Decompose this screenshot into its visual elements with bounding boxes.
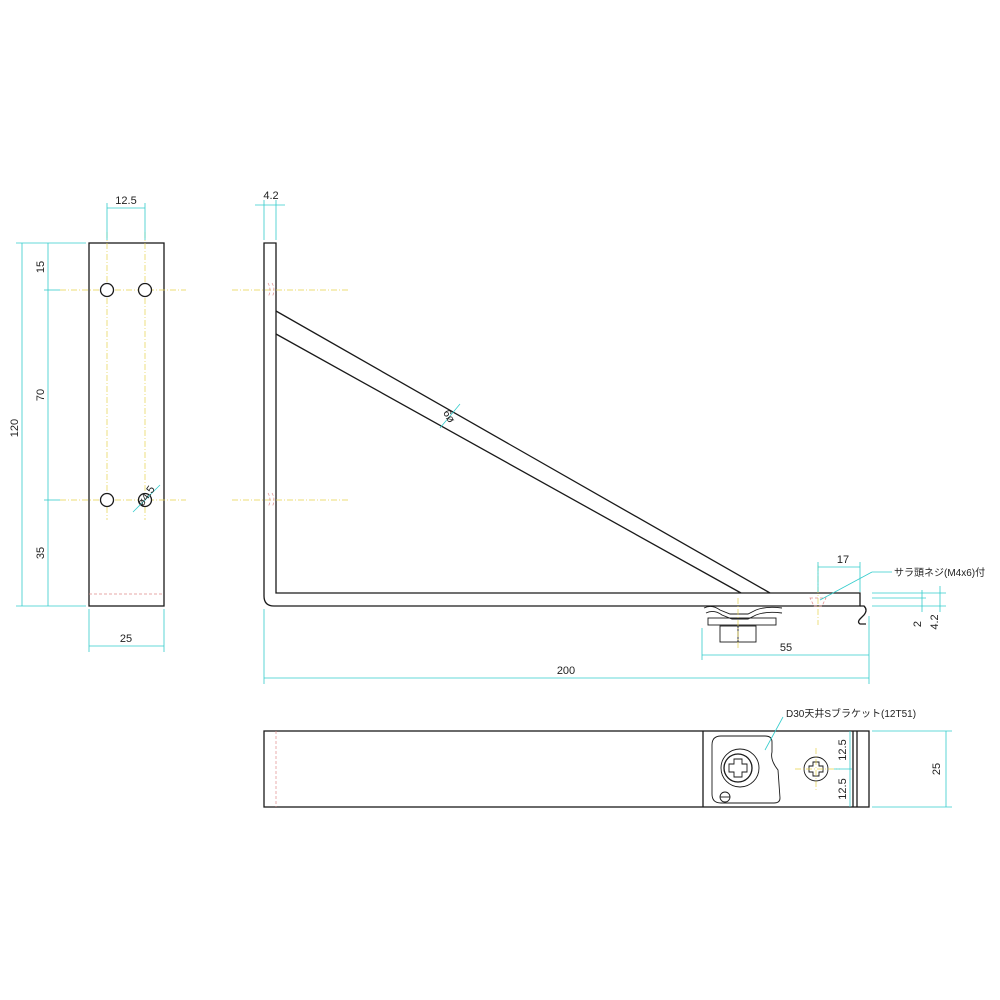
phillips-screw-cross <box>808 761 824 777</box>
brace-line-lower <box>275 333 742 594</box>
plan-view: D30天井Sブラケット(12T51) 12.5 12.5 25 <box>263 707 952 808</box>
dim-offset-55: 55 <box>780 642 792 654</box>
plan-bolt-head <box>723 753 753 783</box>
brace-dia-leader <box>439 403 461 429</box>
dim-leader <box>132 484 161 513</box>
dim-half-upper: 12.5 <box>837 739 849 760</box>
mounting-hole <box>137 282 153 298</box>
bracket-end-hook <box>857 605 867 625</box>
screw-hidden <box>809 597 827 607</box>
clip-spring-lower <box>705 610 783 620</box>
note-bracket: D30天井Sブラケット(12T51) <box>786 707 916 720</box>
dim-height-4-2: 4.2 <box>929 614 941 629</box>
dim-thickness: 4.2 <box>263 190 278 202</box>
dim-plan-width: 25 <box>931 763 943 775</box>
dim-offset-17: 17 <box>837 554 849 566</box>
dim-gap-2: 2 <box>912 621 924 627</box>
dim-edge-bottom: 35 <box>35 547 47 559</box>
clip-plate <box>707 617 777 626</box>
ceiling-clip <box>703 565 827 648</box>
front-view: 12.5 120 15 70 35 25 ø4.5 <box>9 195 186 652</box>
dim-length-total: 200 <box>557 665 575 677</box>
bracket-profile-outer <box>263 242 861 607</box>
note-screw: サラ頭ネジ(M4x6)付 <box>894 566 985 579</box>
dim-width-bottom: 25 <box>120 633 132 645</box>
mounting-hole <box>99 282 115 298</box>
plan-outline <box>263 730 870 808</box>
dim-half-lower: 12.5 <box>837 778 849 799</box>
dim-height-total: 120 <box>9 419 21 437</box>
side-hidden-hole <box>267 492 275 508</box>
dim-hole-spacing: 70 <box>35 389 47 401</box>
mounting-hole <box>99 492 115 508</box>
dim-edge-top: 15 <box>35 261 47 273</box>
note-leader <box>819 571 873 601</box>
note-leader <box>764 716 784 751</box>
side-hidden-hole <box>267 282 275 298</box>
dim-hole-diameter: ø4.5 <box>135 484 157 509</box>
dim-width-top: 12.5 <box>115 195 136 207</box>
side-view: 4.2 200 55 17 サラ頭ネジ(M4x6)付 2 4.2 6ø <box>232 190 985 684</box>
dim-brace-diameter: 6ø <box>440 408 457 425</box>
clip-spring <box>703 605 783 615</box>
phillips-screw-icon <box>728 758 748 778</box>
plan-bolt-washer <box>720 748 760 788</box>
front-plate-outline <box>88 242 165 607</box>
plan-clip-plate <box>711 735 781 804</box>
brace-line-upper <box>275 310 771 594</box>
